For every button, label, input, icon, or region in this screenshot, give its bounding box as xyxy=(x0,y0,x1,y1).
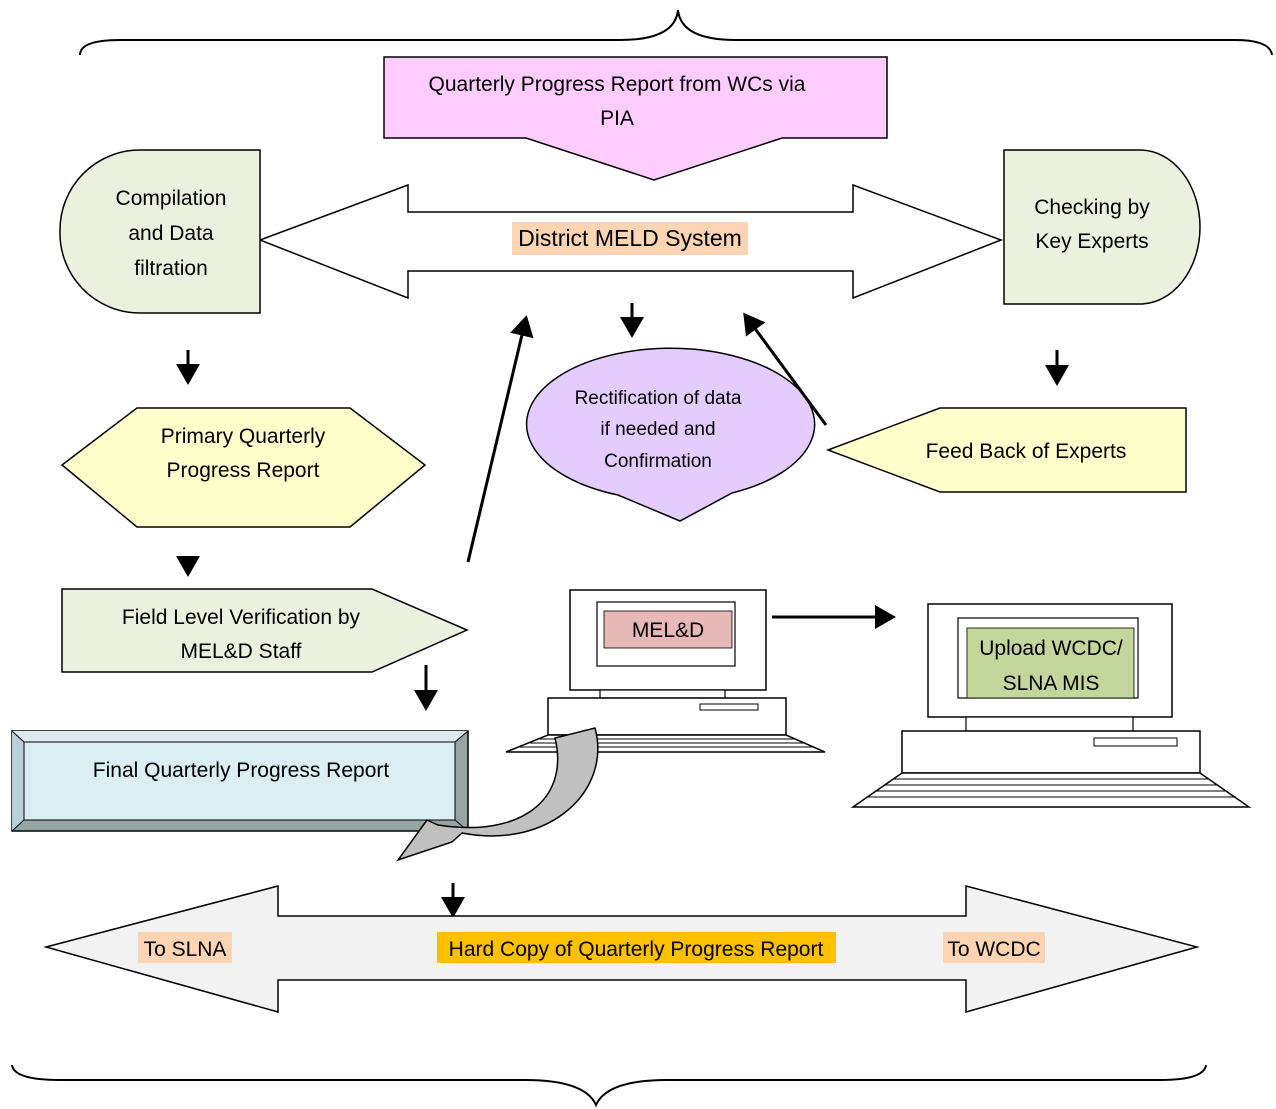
compilation-node: Compilation and Data filtration xyxy=(59,149,261,314)
compilation-line3: filtration xyxy=(134,257,208,280)
primary-qpr-line1: Primary Quarterly xyxy=(161,425,326,448)
rectification-line2: if needed and xyxy=(600,419,715,440)
feedback-label: Feed Back of Experts xyxy=(926,440,1127,463)
checking-node: Checking by Key Experts xyxy=(1003,149,1201,305)
checking-line2: Key Experts xyxy=(1035,230,1148,253)
primary-qpr-node: Primary Quarterly Progress Report xyxy=(60,407,427,528)
curved-arrow-to-final xyxy=(396,727,599,862)
field-verification-line1: Field Level Verification by xyxy=(122,606,361,629)
compilation-line1: Compilation xyxy=(116,187,227,210)
feedback-node: Feed Back of Experts xyxy=(825,407,1187,493)
primary-qpr-line2: Progress Report xyxy=(167,459,320,482)
qpr-from-wcs-line2: PIA xyxy=(600,107,634,130)
arrow-field-to-meld xyxy=(466,315,534,563)
arrow-feedback-to-meld xyxy=(743,312,828,426)
district-meld-label: District MELD System xyxy=(518,225,742,251)
rectification-node: Rectification of data if needed and Conf… xyxy=(525,347,816,522)
upload-line2: SLNA MIS xyxy=(1003,672,1100,695)
meld-computer: MEL&D xyxy=(505,589,826,753)
compilation-line2: and Data xyxy=(128,222,214,245)
field-verification-node: Field Level Verification by MEL&D Staff xyxy=(61,588,469,673)
checking-line1: Checking by xyxy=(1034,196,1150,219)
to-slna-label: To SLNA xyxy=(144,938,227,961)
final-qpr-node: Final Quarterly Progress Report xyxy=(11,730,469,832)
meld-computer-label: MEL&D xyxy=(632,619,704,642)
upload-computer: Upload WCDC/ SLNA MIS xyxy=(850,603,1252,808)
qpr-from-wcs-line1: Quarterly Progress Report from WCs via xyxy=(429,73,806,96)
field-verification-line2: MEL&D Staff xyxy=(181,640,302,663)
to-wcdc-label: To WCDC xyxy=(947,938,1040,961)
rectification-line3: Confirmation xyxy=(604,451,712,472)
top-brace xyxy=(79,9,1273,56)
upload-line1: Upload WCDC/ xyxy=(979,637,1123,660)
qpr-from-wcs-arrow: Quarterly Progress Report from WCs via P… xyxy=(383,56,888,181)
rectification-line1: Rectification of data xyxy=(575,388,742,409)
distribution-arrow: To SLNA Hard Copy of Quarterly Progress … xyxy=(43,885,1200,1013)
district-meld-arrow: District MELD System xyxy=(257,183,1004,300)
final-qpr-label: Final Quarterly Progress Report xyxy=(93,759,390,782)
hard-copy-label: Hard Copy of Quarterly Progress Report xyxy=(449,938,824,961)
bottom-brace xyxy=(11,1064,1207,1108)
